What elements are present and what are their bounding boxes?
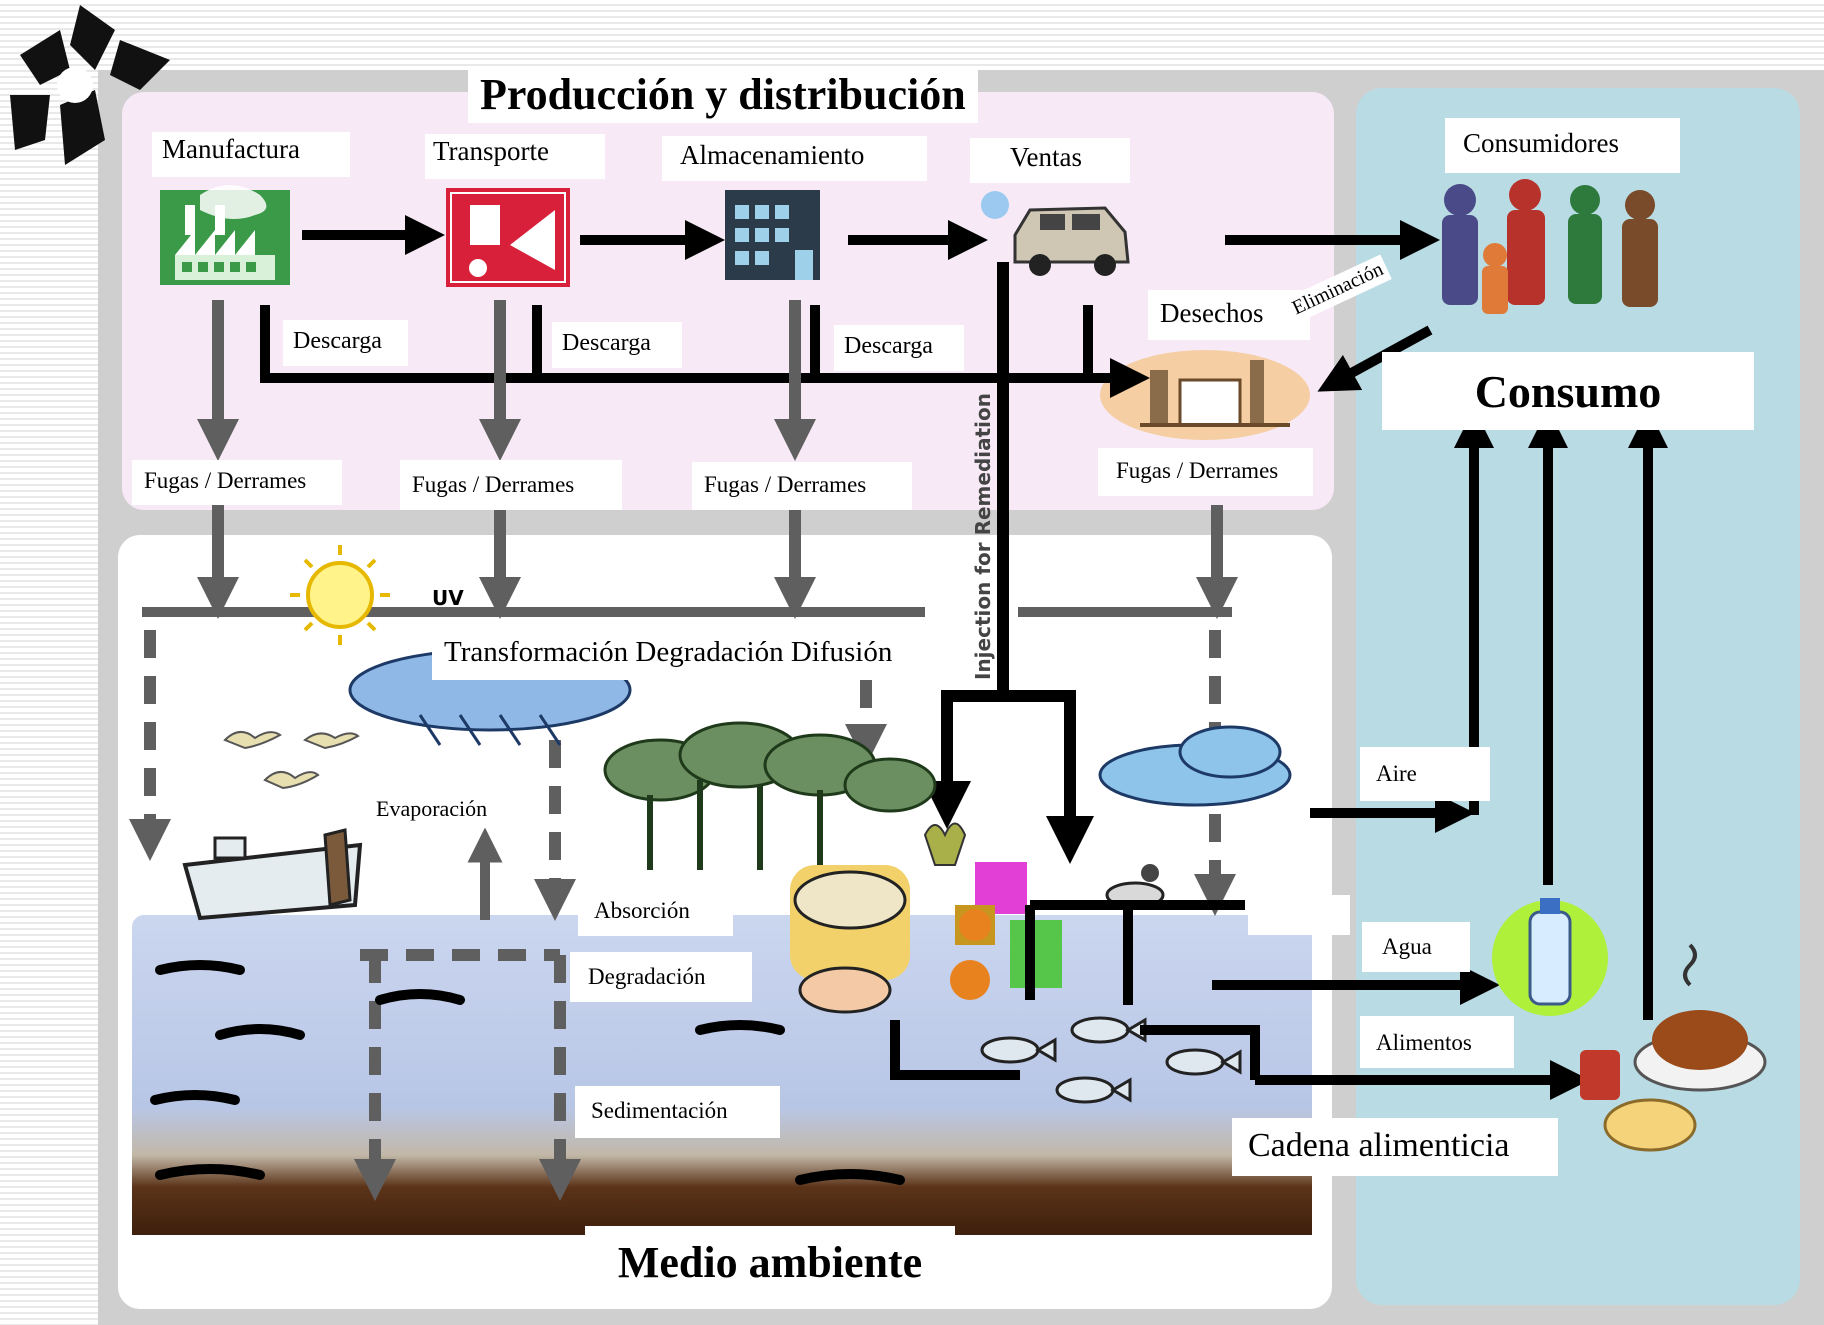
sedimentation-label: Sedimentación	[575, 1086, 780, 1138]
uv-label: UV	[432, 586, 464, 610]
animals-icon	[790, 865, 910, 1014]
birds-icon	[223, 731, 360, 790]
waste-plant-icon	[1100, 350, 1310, 440]
air-label: Aire	[1360, 747, 1490, 801]
injection-label: Injection for Remediation	[971, 393, 995, 680]
waste-label: Desechos	[1148, 290, 1310, 340]
discharge-label-3: Descarga	[834, 325, 964, 371]
transport-label: Transporte	[425, 134, 605, 179]
leaks-label-4: Fugas / Derrames	[1098, 448, 1313, 496]
environment-title: Medio ambiente	[585, 1226, 955, 1296]
leaks-label-2: Fugas / Derrames	[400, 460, 622, 510]
degradation-label: Degradación	[570, 952, 752, 1002]
discharge-label-2: Descarga	[552, 322, 682, 368]
food-icon	[1580, 943, 1767, 1152]
trees-icon	[603, 721, 937, 813]
leaks-label-1: Fugas / Derrames	[132, 460, 342, 505]
production-title: Producción y distribución	[468, 68, 978, 123]
vegetables-icon	[923, 822, 1062, 1000]
consumers-icon	[1442, 179, 1658, 314]
leaks-label-3: Fugas / Derrames	[692, 462, 912, 510]
sun-icon	[290, 545, 390, 645]
consumers-label: Consumidores	[1445, 118, 1680, 173]
manufacturing-label: Manufactura	[152, 132, 350, 177]
logo-icon	[10, 5, 170, 165]
storage-label: Almacenamiento	[662, 136, 927, 181]
blank-patch	[1248, 895, 1350, 935]
absorption-label: Absorción	[578, 886, 733, 936]
transformation-label: Transformación Degradación Difusión	[432, 628, 952, 680]
evaporation-label: Evaporación	[368, 794, 523, 828]
water-bottle-icon	[1492, 898, 1608, 1016]
food-chain-label: Cadena alimenticia	[1232, 1118, 1558, 1176]
air-cloud-icon	[1098, 725, 1292, 807]
factory-icon	[160, 185, 290, 285]
food-label: Alimentos	[1360, 1016, 1514, 1068]
warehouse-icon	[725, 190, 820, 280]
water-label: Agua	[1362, 922, 1470, 972]
discharge-label-1: Descarga	[283, 320, 408, 366]
truck-icon	[446, 188, 570, 287]
ship-icon	[182, 828, 363, 921]
consumption-title: Consumo	[1382, 352, 1754, 430]
sales-label: Ventas	[970, 138, 1130, 183]
car-icon	[981, 191, 1130, 276]
